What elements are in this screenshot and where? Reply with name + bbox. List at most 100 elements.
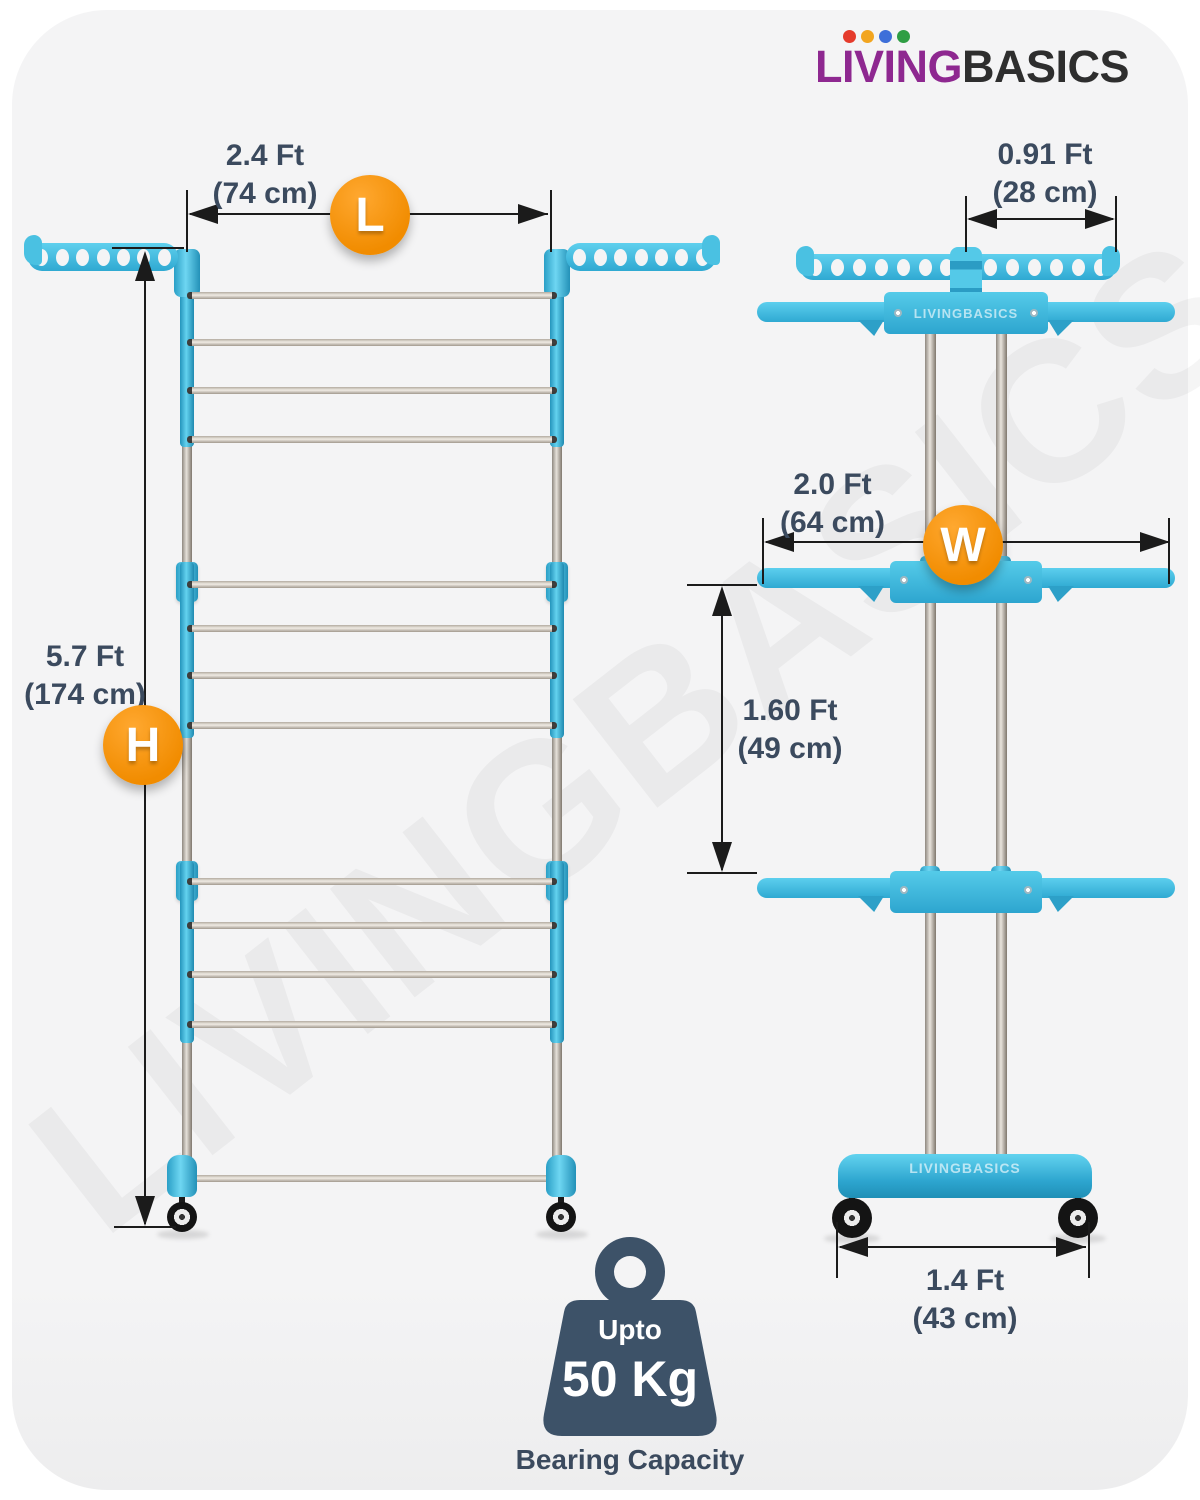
front-right-sleeve-3 — [550, 861, 564, 1043]
drying-rod — [187, 625, 557, 632]
width-label: 2.0 Ft (64 cm) — [730, 466, 935, 542]
dim-tick — [550, 190, 552, 252]
hanger-hole — [634, 248, 648, 266]
drying-rod — [187, 387, 557, 394]
arrowhead-left-icon — [188, 204, 218, 224]
front-right-sleeve-2 — [550, 562, 564, 738]
width-metric: (64 cm) — [779, 506, 886, 539]
base-brand-text: LIVINGBASICS — [909, 1160, 1021, 1176]
arrowhead-right-icon — [518, 204, 548, 224]
front-left-sleeve-3 — [180, 861, 194, 1043]
top-width-metric: (28 cm) — [992, 176, 1098, 209]
hanger-hole — [984, 258, 998, 276]
dim-tick — [112, 247, 184, 249]
logo-dot-red — [843, 30, 856, 43]
width-value: 2.0 Ft — [793, 468, 872, 501]
hanger-hole — [1006, 258, 1020, 276]
arrowhead-left-icon — [967, 209, 997, 229]
tier-flange — [1048, 896, 1074, 912]
hanger-hole — [593, 248, 607, 266]
hanger-hole — [830, 258, 844, 276]
drying-rod — [187, 722, 557, 729]
front-left-sleeve-2 — [180, 562, 194, 738]
logo-basics: BASICS — [962, 41, 1130, 92]
caster-wheel — [1058, 1198, 1098, 1238]
hanger-hole — [874, 258, 888, 276]
drying-rod — [187, 878, 557, 885]
hanger-hole — [918, 258, 932, 276]
dim-tick — [762, 518, 764, 584]
drying-rod — [187, 922, 557, 929]
hanger-hole — [96, 248, 110, 266]
top-width-label: 0.91 Ft (28 cm) — [940, 136, 1150, 212]
top-width-value: 0.91 Ft — [997, 138, 1093, 171]
height-badge: H — [103, 705, 183, 785]
arrowhead-right-icon — [1056, 1237, 1086, 1257]
wing-tip-curl — [702, 235, 720, 265]
wing-tip-curl — [796, 246, 814, 276]
arrowhead-left-icon — [764, 532, 794, 552]
wing-tip-curl — [1102, 246, 1120, 276]
dim-line — [969, 218, 1113, 220]
screw-icon — [1030, 309, 1038, 317]
arrowhead-down-icon — [712, 842, 732, 872]
hanger-hole — [76, 248, 90, 266]
arrowhead-down-icon — [135, 1196, 155, 1226]
logo-dots-icon — [843, 30, 1145, 43]
front-right-foot — [546, 1155, 576, 1197]
arrowhead-left-icon — [838, 1237, 868, 1257]
front-right-hanger-wing — [566, 235, 720, 271]
wheel-shadow — [536, 1230, 588, 1239]
logo-text: LIVINGBASICS — [815, 44, 1145, 90]
logo-dot-blue — [879, 30, 892, 43]
tier-flange — [858, 896, 884, 912]
dim-tick — [1115, 196, 1117, 252]
base-width-label: 1.4 Ft (43 cm) — [860, 1262, 1070, 1338]
dim-tick — [114, 1226, 176, 1228]
weight-icon — [543, 1237, 717, 1436]
base-width-metric: (43 cm) — [912, 1302, 1018, 1335]
front-left-sleeve-1 — [180, 292, 194, 447]
hanger-hole — [55, 248, 69, 266]
bottom-cross-rod — [187, 1175, 557, 1182]
screw-icon — [1024, 886, 1032, 894]
livingbasics-logo: LIVINGBASICS — [815, 30, 1145, 90]
hanger-hole — [896, 258, 910, 276]
caster-wheel — [546, 1202, 576, 1232]
screw-icon — [1024, 576, 1032, 584]
logo-living: LIVING — [815, 41, 963, 92]
length-label: 2.4 Ft (74 cm) — [160, 137, 370, 213]
side-tier-lower-bracket — [890, 871, 1042, 913]
logo-dot-green — [897, 30, 910, 43]
bracket-brand-text: LIVINGBASICS — [913, 305, 1019, 321]
logo-dot-yellow — [861, 30, 874, 43]
height-metric: (174 cm) — [24, 678, 146, 711]
side-rear-pole — [996, 314, 1007, 1160]
drying-rod — [187, 1021, 557, 1028]
height-label: 5.7 Ft (174 cm) — [0, 638, 185, 714]
length-badge: L — [330, 175, 410, 255]
side-tier-upper-bracket: LIVINGBASICS — [884, 292, 1048, 334]
width-badge: W — [923, 505, 1003, 585]
capacity-value: 50 Kg — [561, 1351, 699, 1407]
drying-rod — [187, 581, 557, 588]
dim-tick — [186, 190, 188, 252]
length-metric: (74 cm) — [212, 177, 318, 210]
wheel-shadow — [157, 1230, 209, 1239]
arrowhead-up-icon — [712, 586, 732, 616]
hanger-hole — [116, 248, 130, 266]
arrowhead-right-icon — [1140, 532, 1170, 552]
dim-line — [721, 590, 723, 870]
hanger-hole — [614, 248, 628, 266]
capacity-prefix: Upto — [598, 1314, 662, 1345]
drying-rod — [187, 436, 557, 443]
hanger-hole — [1050, 258, 1064, 276]
dim-tick — [965, 196, 967, 252]
length-value: 2.4 Ft — [225, 139, 305, 172]
dim-tick — [687, 872, 757, 874]
hanger-hole — [573, 248, 587, 266]
arrowhead-right-icon — [1085, 209, 1115, 229]
side-base: LIVINGBASICS — [838, 1154, 1092, 1198]
